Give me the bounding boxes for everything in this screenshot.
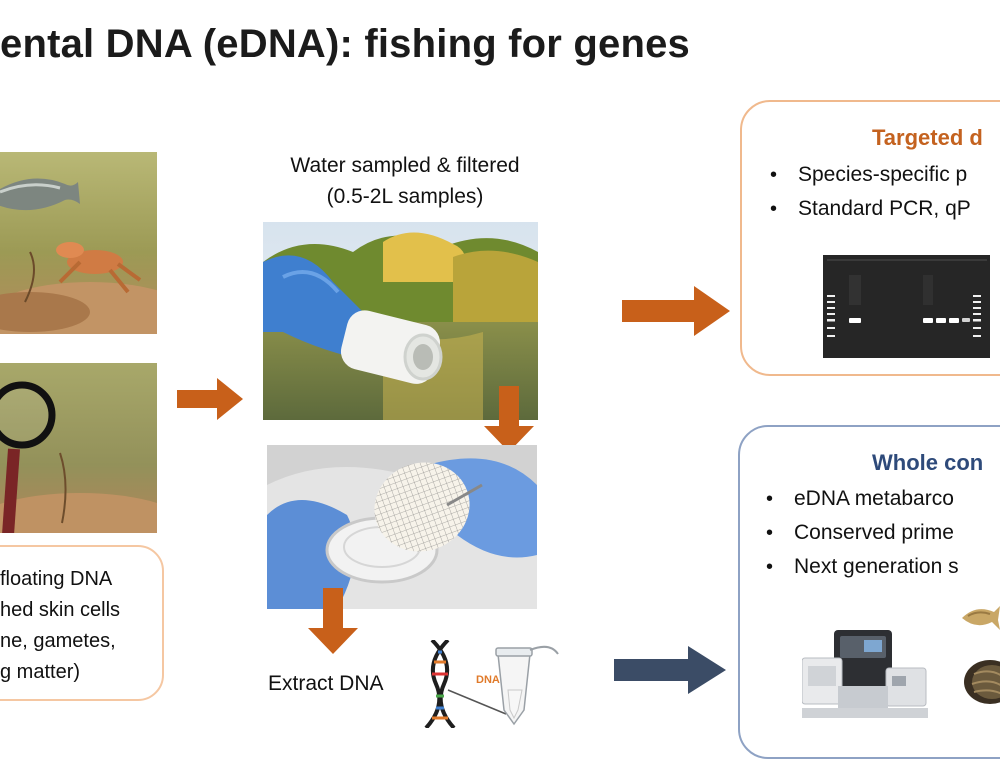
- caption-box: [0, 545, 164, 701]
- dna-tag: DNA: [476, 674, 500, 686]
- whole-title: Whole con: [872, 450, 984, 475]
- whole-bullets: eDNA metabarco Conserved prime Next gene…: [758, 482, 959, 584]
- whole-bullet: Conserved prime: [758, 516, 959, 550]
- targeted-bullet: Species-specific p: [762, 158, 971, 192]
- water-bottle-photo: [263, 222, 538, 420]
- caption-line: ne, gametes,: [0, 630, 116, 652]
- water-sampling-label: Water sampled & filtered (0.5-2L samples…: [240, 150, 570, 212]
- targeted-bullets: Species-specific p Standard PCR, qP: [762, 158, 971, 226]
- arrow-right-targeted: [622, 286, 730, 336]
- magnifier-photo: [0, 363, 157, 533]
- extract-dna-label: Extract DNA: [268, 672, 384, 695]
- sequencer-illustration: [801, 628, 928, 720]
- arrow-down-2: [308, 588, 358, 654]
- whole-bullet: Next generation s: [758, 550, 959, 584]
- page-title: ental DNA (eDNA): fishing for genes: [0, 22, 690, 66]
- arrow-right-whole: [614, 646, 726, 694]
- fish-illustration: [958, 600, 1000, 632]
- whole-bullet: eDNA metabarco: [758, 482, 959, 516]
- targeted-bullet: Standard PCR, qP: [762, 192, 971, 226]
- arrow-down-1: [484, 386, 534, 452]
- caption-text: floating DNA hed skin cells ne, gametes,…: [0, 564, 160, 688]
- water-label-line2: (0.5-2L samples): [326, 185, 484, 208]
- targeted-title: Targeted d: [872, 125, 983, 150]
- dna-tube-illustration: DNA: [418, 638, 566, 730]
- arrow-right-1: [177, 378, 243, 420]
- water-label-line1: Water sampled & filtered: [290, 154, 520, 177]
- fish-crayfish-photo: [0, 152, 157, 334]
- mussel-illustration: [962, 650, 1000, 710]
- caption-line: floating DNA: [0, 568, 113, 590]
- caption-line: g matter): [0, 661, 81, 683]
- filter-photo: [267, 445, 537, 609]
- caption-line: hed skin cells: [0, 599, 121, 621]
- gel-image: [823, 255, 990, 358]
